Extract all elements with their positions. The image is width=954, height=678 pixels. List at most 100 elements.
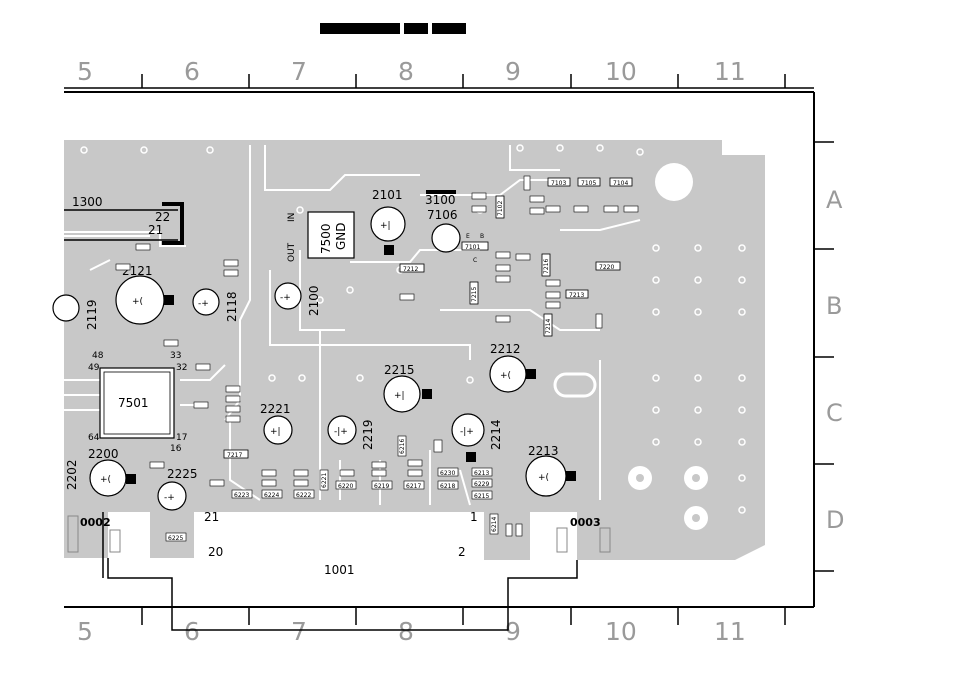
resistor-label: 6214	[491, 517, 498, 532]
capacitor-2225	[157, 481, 187, 511]
col-label-bottom: 7	[291, 617, 307, 646]
transistor-label: 7102	[497, 201, 504, 216]
board-frame	[64, 91, 814, 608]
connector-0002: 0002	[67, 515, 121, 553]
mounting-holes	[553, 163, 708, 530]
col-label-top: 9	[505, 57, 521, 86]
svg-text:+(: +(	[132, 297, 143, 307]
row-label: D	[826, 506, 844, 534]
capacitor-label: 2200	[88, 447, 119, 461]
svg-text:+(: +(	[500, 371, 511, 381]
col-label-top: 6	[184, 57, 200, 86]
capacitor-label: 2225	[167, 467, 198, 481]
capacitor-2215	[383, 375, 421, 413]
resistor-3100: 3100	[425, 190, 456, 207]
col-label-bottom: 10	[605, 617, 637, 646]
grid-right-ruler: A B C D	[813, 92, 844, 607]
connector-1001: 1001 21 20 1 2	[102, 510, 578, 631]
capacitor-label: 2221	[260, 402, 291, 416]
capacitor-label: 2213	[528, 444, 559, 458]
ic-sub-label: GND	[334, 222, 348, 250]
resistor-label: 6225	[168, 535, 183, 542]
pin-label: 1	[470, 510, 478, 524]
ic-pin: 32	[176, 363, 187, 373]
col-label-top: 11	[714, 57, 746, 86]
transistor-label: 7106	[427, 208, 458, 222]
svg-text:+(: +(	[538, 473, 549, 483]
svg-text:+|: +|	[394, 391, 405, 401]
resistor-label: 6215	[474, 493, 489, 500]
transistor-label: 7101	[465, 244, 480, 251]
jack-label: OUT	[287, 242, 297, 262]
capacitor-label: 2212	[490, 342, 521, 356]
svg-text:-|+: -|+	[460, 427, 474, 437]
transistor-label: 7104	[613, 180, 628, 187]
transistor-label: 7217	[227, 452, 242, 459]
capacitor-2118	[192, 288, 220, 316]
resistor-label: 6218	[440, 483, 455, 490]
svg-text:+(: +(	[100, 475, 111, 485]
grid-top-ruler: 5 6 7 8 9 10 11	[64, 57, 814, 89]
transistor-label: 7213	[569, 292, 584, 299]
capacitor-label: 2118	[225, 291, 239, 322]
pin-label: 21	[148, 223, 163, 237]
row-label: B	[826, 292, 842, 320]
resistor-label: 6213	[474, 470, 489, 477]
ic-label: 7501	[118, 396, 149, 410]
transistor-label: 7216	[543, 259, 550, 274]
col-label-bottom: 11	[714, 617, 746, 646]
col-label-top: 10	[605, 57, 637, 86]
col-label-top: 8	[398, 57, 414, 86]
capacitor-label: 2101	[372, 188, 403, 202]
capacitor-label: 2202	[65, 459, 79, 490]
connector-label: 1300	[72, 195, 103, 209]
smd-pads	[115, 175, 639, 537]
transistor-label: 7105	[581, 180, 596, 187]
resistor-label: 6229	[474, 481, 489, 488]
ic-pin: 64	[88, 433, 100, 443]
transistor-label: 7103	[551, 180, 566, 187]
col-label-bottom: 8	[398, 617, 414, 646]
ic-pin: 48	[92, 351, 104, 361]
capacitor-label: 2215	[384, 363, 415, 377]
header-bar-marks	[320, 23, 466, 34]
resistor-label: 6219	[374, 483, 389, 490]
pin-label: 20	[208, 545, 223, 559]
resistor-label: 6220	[338, 483, 353, 490]
smd-resistors: 6225 6220 6221 6222 6223 6224 6219 6217 …	[165, 435, 499, 542]
capacitor-label: 2214	[489, 419, 503, 450]
capacitor-label: 2119	[85, 299, 99, 330]
ic-label: 7500	[319, 223, 333, 254]
capacitor-2101	[370, 206, 406, 242]
row-label: C	[826, 399, 843, 427]
col-label-top: 7	[291, 57, 307, 86]
col-label-top: 5	[77, 57, 93, 86]
transistor-label: 7214	[545, 319, 552, 334]
svg-text:-+: -+	[280, 293, 291, 303]
capacitor-2219	[327, 415, 357, 445]
capacitor-2119	[52, 294, 80, 322]
capacitors: +( 2121 -+ 2118 -+ 2100 2119 +| 2101 +| …	[52, 188, 576, 511]
jack-label: IN	[287, 213, 297, 222]
svg-text:+|: +|	[380, 221, 391, 231]
svg-text:-|+: -|+	[334, 427, 348, 437]
col-label-bottom: 9	[505, 617, 521, 646]
resistor-label: 6224	[264, 492, 279, 499]
pin-label: 21	[204, 510, 219, 524]
svg-text:-+: -+	[164, 493, 175, 503]
ic-pin: 49	[88, 363, 100, 373]
ic-pin: 33	[170, 351, 181, 361]
col-label-bottom: 6	[184, 617, 200, 646]
connector-label: 1001	[324, 563, 355, 577]
capacitor-2221	[263, 415, 293, 445]
pin-letter: C	[473, 257, 477, 264]
connector-label: 0003	[570, 516, 601, 529]
ic-7500: 7500 GND OUT IN	[287, 211, 355, 262]
pin-letter: E	[466, 233, 470, 240]
capacitor-2214	[451, 413, 485, 447]
resistor-label: 6222	[296, 492, 311, 499]
connector-label: 0002	[80, 516, 111, 529]
resistor-label: 6221	[321, 473, 328, 488]
ic-7501: 7501 48 49 33 32 64 17 16	[88, 351, 187, 454]
